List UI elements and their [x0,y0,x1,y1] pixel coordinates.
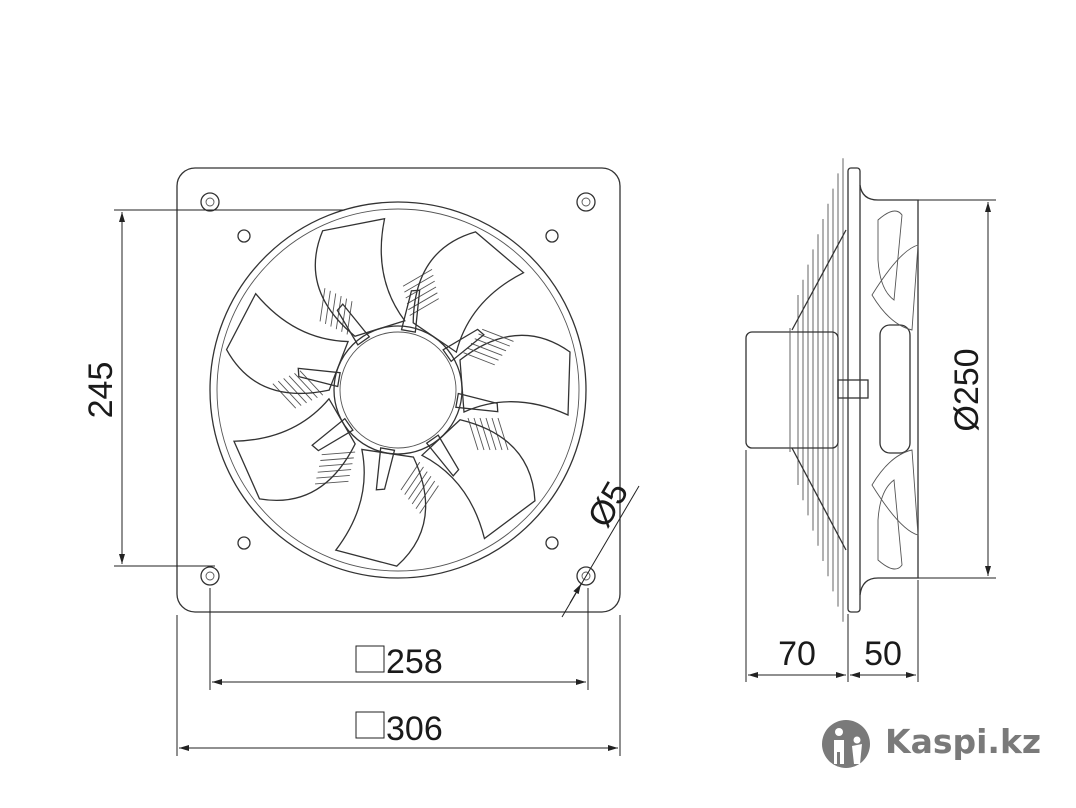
mounting-hole [576,566,596,586]
mounting-hole-center [205,197,215,207]
blade-hatch [402,269,433,287]
dimension-70-50: 70 50 [745,450,919,682]
mounting-hole-center [205,571,215,581]
blade-hatch [283,378,307,404]
screw [545,536,559,550]
guard-grille [797,158,844,622]
blade-hatch [314,480,349,485]
hub-spoke [375,447,396,491]
hub-spoke [297,367,341,388]
dimension-306: 306 [176,615,621,756]
blade-hatch [299,370,324,396]
fan-blade [314,217,406,337]
blade-hatch [482,328,514,342]
blade-hatch [467,347,499,361]
blade-hatch [467,417,479,451]
hub-spoke [425,434,460,477]
hub-spoke [455,392,499,413]
blade-hatch [341,298,347,332]
blade-hatch [478,333,510,347]
blade-hatch [317,469,352,473]
mounting-plate [176,167,621,613]
fan-ring-inner [216,208,580,572]
side-view [745,158,919,622]
dimension-label-motor-depth: 70 [778,635,816,673]
blade-hatch [409,298,439,316]
fan-hub-inner [339,331,457,449]
blade-hatch [406,286,437,305]
corner-holes [200,192,596,586]
screw [545,229,559,243]
blade-hatch [408,292,438,311]
dimension-245: 245 [82,209,345,567]
dimension-label-fan-diameter: Ø250 [948,348,986,431]
fan-blade [225,292,350,395]
blade-hatch [473,417,485,451]
front-view [176,167,621,613]
fan-hub [333,325,463,455]
blade-hatch [479,417,491,451]
guard-strut [791,229,847,331]
hub-spoke [400,289,421,333]
screw [237,229,251,243]
fan-blade [334,448,427,567]
square-symbol [355,645,385,673]
fan-blade [420,419,536,540]
side-blades [871,210,919,570]
fan-blade [412,231,525,354]
mounting-hole [200,192,220,212]
motor [745,331,839,449]
blade-hatch [400,461,421,491]
hub-spoke [311,417,354,452]
fan-blades [225,217,571,567]
square-symbol [355,711,385,739]
dimension-label-inner-square: 258 [386,643,443,681]
blade-hatch [330,293,337,327]
mounting-hole-center [581,197,591,207]
blade-hatch [320,457,354,461]
mounting-hole [200,566,220,586]
blade-hatch [497,417,509,451]
blade-hatch [463,352,495,366]
blade-hatch [294,372,318,399]
blade-hatch [404,466,424,495]
dimension-label-hole: Ø5 [581,475,637,533]
blade-hatch [485,417,497,451]
dimension-250: Ø250 [918,199,996,579]
housing [859,184,919,596]
flange [847,167,861,613]
shaft [837,379,869,399]
blade-hatch [470,342,503,356]
blade-hatch [321,451,356,456]
dimension-label-outer-square: 306 [386,710,443,748]
blade-hatch [474,338,507,352]
blade-hatch [288,375,313,401]
blade-hatch [319,288,326,322]
fan-blade [232,397,356,501]
kaspi-logo-icon [822,720,870,768]
dimension-label-housing-depth: 50 [864,635,902,673]
hub-spoke [336,303,371,346]
watermark-text: Kaspi.kz [885,722,1042,761]
dimension-258: 258 [209,588,589,690]
blade-hatch [272,383,297,409]
blade-hatch [411,476,432,505]
rotor-hub [879,324,911,454]
fan-blade [459,334,571,416]
mounting-hole-center [581,571,591,581]
mounting-hole [576,192,596,212]
dimension-label-height: 245 [82,362,120,419]
blade-hatch [419,485,439,514]
screw [237,536,251,550]
blade-hatch [408,471,428,500]
blade-hatch [318,463,353,467]
hub-spoke [442,328,485,363]
dimension-hole-diameter: Ø5 [561,475,640,618]
fan-ring-outer [209,201,587,579]
guard-strut [791,447,847,551]
